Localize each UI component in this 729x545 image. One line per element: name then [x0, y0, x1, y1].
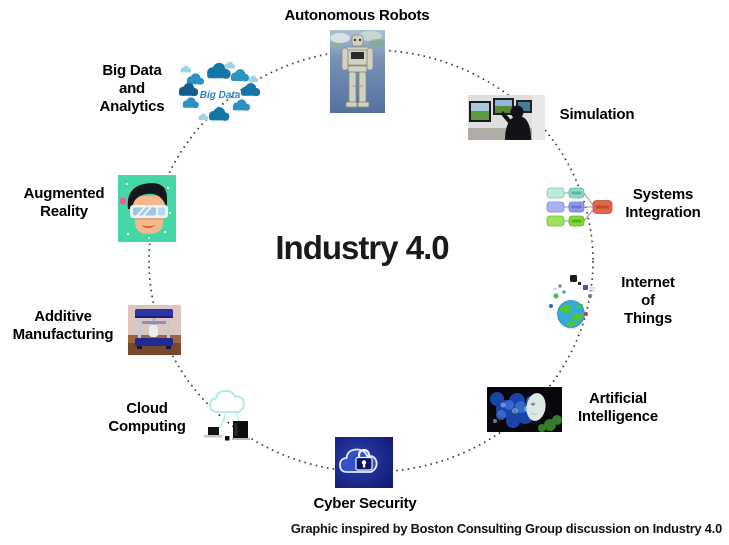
artificial-intelligence-image [487, 387, 562, 432]
big-data-inner-text: Big Data [200, 90, 241, 101]
internet-of-things-image [549, 275, 595, 329]
cyber-security-image [335, 437, 393, 488]
additive-manufacturing-image [128, 305, 181, 355]
big-data-clouds-image: Big Data [178, 62, 261, 121]
label-additive-manufacturing: Additive Manufacturing [12, 308, 114, 343]
label-cyber-security: Cyber Security [313, 495, 417, 512]
label-simulation: Simulation [559, 106, 635, 123]
label-artificial-intelligence: Artificial Intelligence [577, 390, 659, 425]
label-augmented-reality: Augmented Reality [23, 185, 105, 220]
simulation-image [468, 95, 545, 140]
label-internet-of-things: Internet of Things [621, 274, 675, 327]
page-title: Industry 4.0 [275, 229, 449, 266]
autonomous-robots-image [330, 30, 385, 113]
augmented-reality-image [118, 175, 176, 242]
systems-integration-image [546, 187, 613, 227]
label-autonomous-robots: Autonomous Robots [284, 7, 430, 24]
label-big-data-analytics: Big Data and Analytics [99, 62, 165, 115]
cloud-computing-image [204, 390, 250, 441]
label-systems-integration: Systems Integration [625, 186, 701, 221]
attribution-caption: Graphic inspired by Boston Consulting Gr… [290, 521, 722, 536]
label-cloud-computing: Cloud Computing [108, 400, 186, 435]
